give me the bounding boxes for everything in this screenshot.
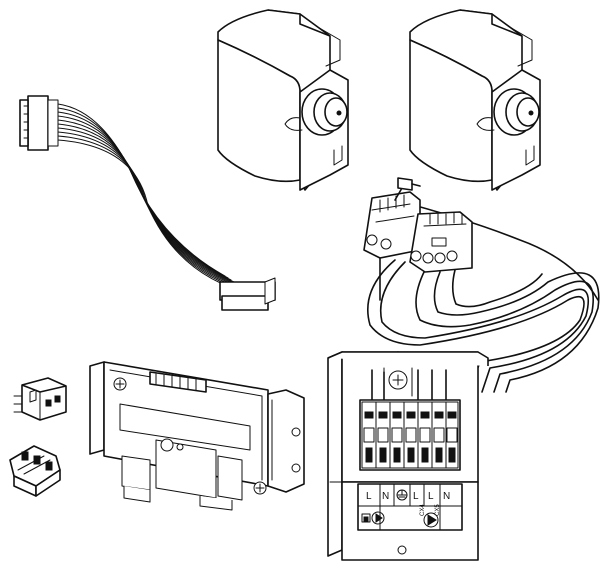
terminal-label-l2: L [413,491,419,502]
terminal-label-l3: L [428,491,434,502]
play-triangle-icon [371,511,385,525]
play-triangle-icon [423,512,439,528]
terminal-label-n1: N [382,491,389,502]
control-module [89,361,305,511]
actuator-left [217,9,349,191]
terminal-label-cx5: CX5 [435,504,441,516]
ribbon-cable [19,95,276,311]
relay-block [13,377,67,421]
terminal-strip [361,401,459,469]
wiring-harness [363,177,600,393]
module-symbol-icon [361,513,371,523]
actuator-right [409,9,541,191]
terminal-label-cx4: CX4 [420,504,426,516]
terminal-label-n2: N [443,491,450,502]
terminal-label-l1: L [366,491,372,502]
junction-box: L N L L N CX4 CX5 [327,351,489,561]
small-terminal-plug [9,445,61,497]
ground-icon [396,489,408,501]
